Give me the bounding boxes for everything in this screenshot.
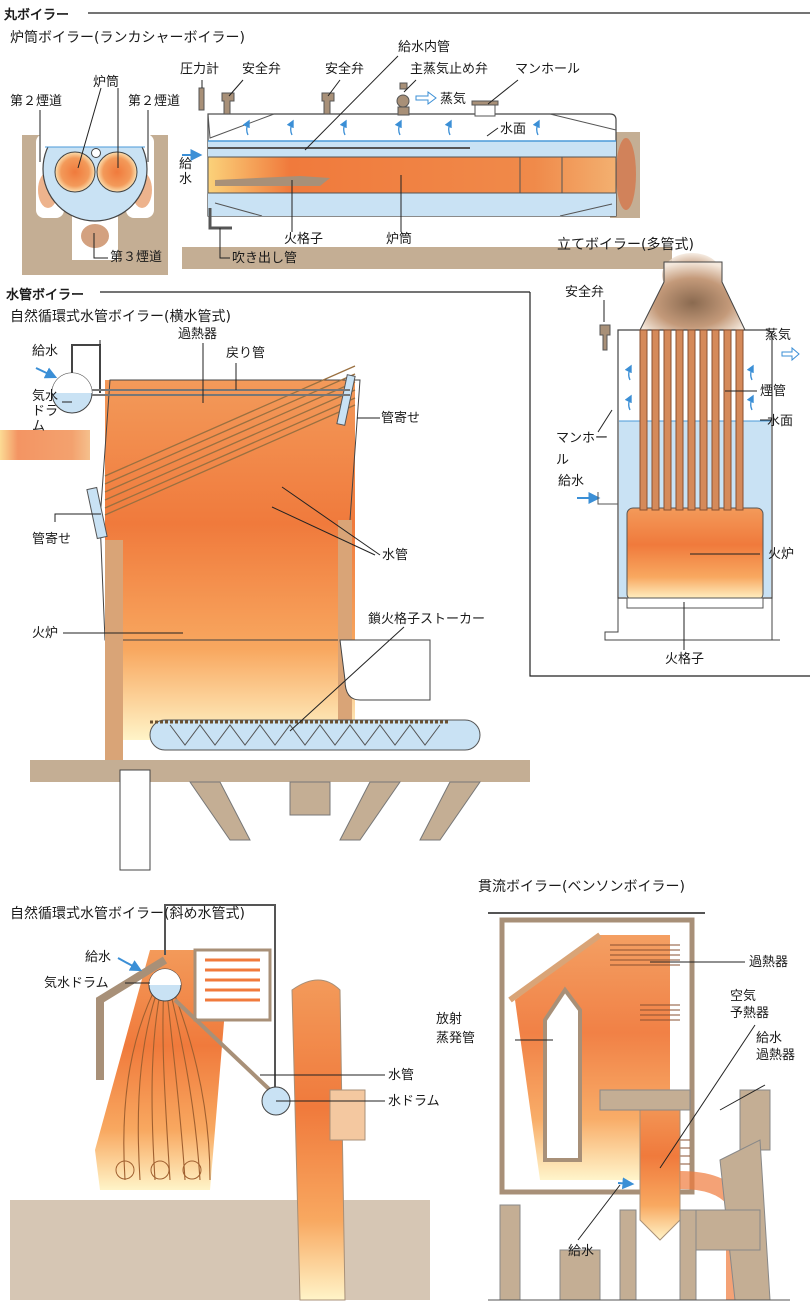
label-ht-chain-grate-stoker: 鎖火格子ストーカー [368, 612, 486, 627]
label-vertical-grate: 火格子 [665, 652, 705, 667]
manhole-fitting [471, 100, 499, 117]
vertical-steam-arrow [781, 346, 800, 362]
label-feed-water: 給水 [179, 157, 193, 187]
label-benson-feed-water: 給水 [568, 1244, 595, 1259]
label-vertical-furnace: 火炉 [768, 547, 795, 562]
label-benson-superheater: 過熱器 [749, 955, 789, 970]
label-pressure-gauge: 圧力計 [180, 62, 220, 77]
label-it-feed-water: 給水 [85, 950, 112, 965]
label-ht-furnace: 火炉 [32, 626, 59, 641]
smoke-tubes [639, 329, 744, 511]
horizontal-tube-title: 自然循環式水管ボイラー(横水管式) [10, 309, 231, 325]
label-benson-radiant-evaporator: 放射 蒸発管 [436, 1012, 476, 1046]
label-ht-header-right: 管寄せ [381, 411, 421, 426]
label-ht-feed-water: 給水 [32, 344, 59, 359]
section-title-round-boiler: 丸ボイラー [4, 8, 70, 23]
lancashire-side-section [182, 55, 672, 269]
label-blowdown-pipe: 吹き出し管 [232, 251, 298, 266]
label-vertical-water-level: 水面 [767, 414, 794, 429]
steam-rising-arrows [242, 119, 540, 136]
vertical-boiler-title: 立てボイラー(多管式) [557, 237, 694, 253]
label-feed-inner-pipe: 給水内管 [398, 40, 451, 55]
label-grate: 火格子 [284, 232, 324, 247]
horizontal-tube-boiler [0, 340, 530, 871]
label-ht-steam-drum: 気水ドラム [32, 389, 59, 434]
label-ht-header-left: 管寄せ [32, 532, 72, 547]
water-tube-bank [104, 365, 356, 516]
lancashire-cross-section [22, 87, 168, 275]
inclined-tube-boiler [10, 904, 430, 1301]
label-ht-water-tube: 水管 [382, 548, 409, 563]
label-smoke-tube: 煙管 [760, 384, 787, 399]
label-safety-valve-2: 安全弁 [325, 62, 365, 77]
vertical-boiler-frame [529, 292, 810, 677]
label-second-flue-right: 第２煙道 [128, 94, 181, 109]
label-ht-superheater: 過熱器 [178, 327, 218, 342]
label-steam: 蒸気 [440, 92, 467, 107]
label-flue-tube: 炉筒 [93, 75, 120, 90]
chain-grate [149, 719, 481, 751]
safety-valve-1-fitting [221, 92, 235, 115]
benson-boiler [488, 912, 790, 1301]
label-it-water-tube: 水管 [388, 1068, 415, 1083]
label-vertical-manhole: マンホール [556, 431, 609, 468]
label-manhole: マンホール [515, 62, 581, 77]
label-it-water-drum: 水ドラム [388, 1094, 440, 1109]
label-benson-air-preheater: 空気 予熱器 [730, 989, 770, 1021]
main-steam-valve-fitting [396, 82, 410, 116]
label-ht-return-pipe: 戻り管 [226, 346, 266, 361]
label-safety-valve-1: 安全弁 [242, 62, 282, 77]
label-flue-tube-side: 炉筒 [386, 232, 413, 247]
inclined-tube-title: 自然循環式水管ボイラー(斜め水管式) [10, 906, 245, 922]
steam-out-arrow [415, 91, 437, 105]
section-title-water-tube-boiler: 水管ボイラー [6, 288, 85, 303]
label-vertical-safety-valve: 安全弁 [565, 285, 605, 300]
lancashire-title: 炉筒ボイラー(ランカシャーボイラー) [10, 30, 245, 46]
label-it-steam-drum: 気水ドラム [44, 976, 109, 991]
label-water-level: 水面 [500, 122, 527, 137]
label-second-flue-left: 第２煙道 [10, 94, 63, 109]
label-main-steam-valve: 主蒸気止め弁 [410, 62, 489, 77]
benson-title: 貫流ボイラー(ベンソンボイラー) [478, 879, 685, 895]
ash-hoppers [189, 781, 481, 841]
vertical-boiler [577, 253, 800, 650]
pressure-gauge-fitting [198, 87, 205, 111]
label-third-flue: 第３煙道 [110, 250, 163, 265]
label-benson-feed-superheater: 給水 過熱器 [756, 1031, 796, 1063]
label-vertical-feed-water: 給水 [558, 474, 585, 489]
safety-valve-2-fitting [321, 92, 335, 115]
label-vertical-steam: 蒸気 [765, 328, 792, 343]
